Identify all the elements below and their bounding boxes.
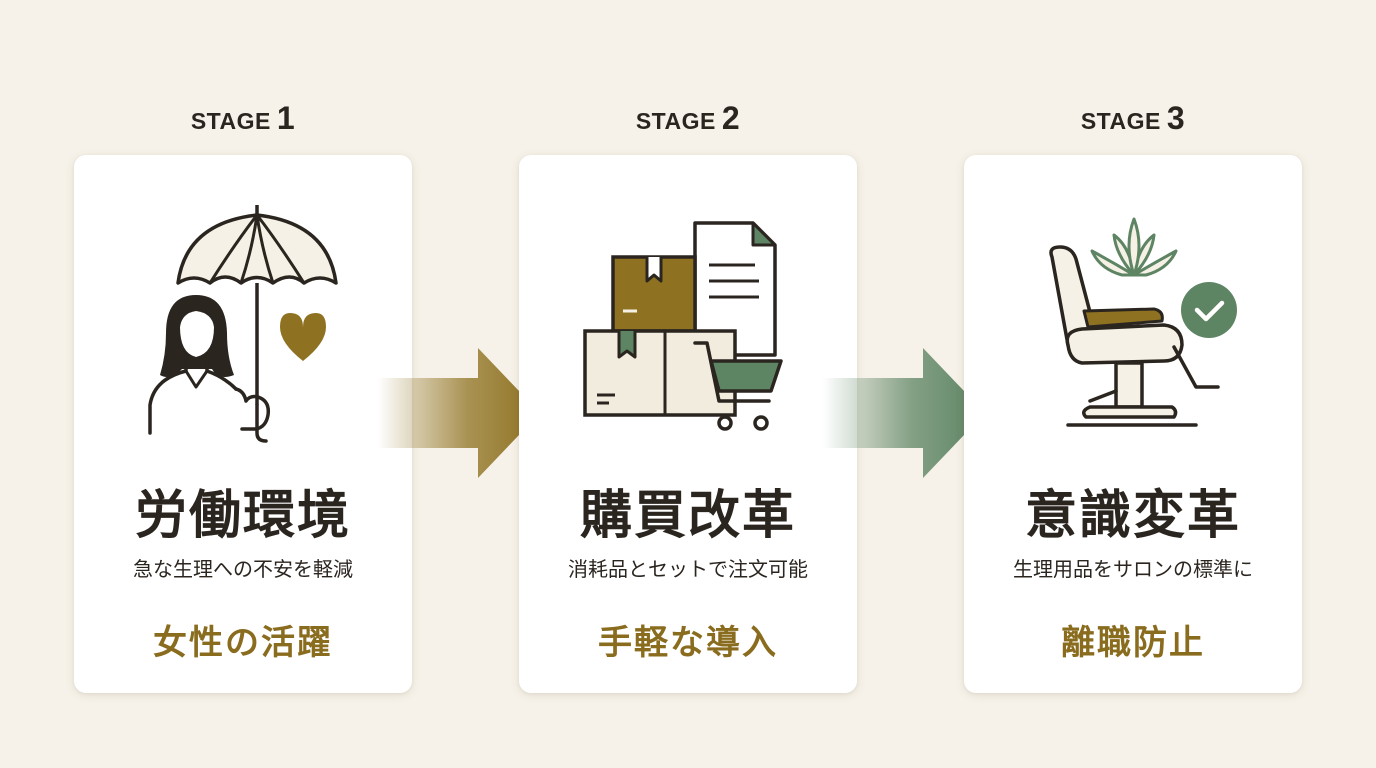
stage-1-result: 女性の活躍 bbox=[153, 623, 333, 663]
arrow-right-icon bbox=[823, 348, 985, 478]
stage-2-card: 購買改革 消耗品とセットで注文可能 手軽な導入 bbox=[519, 155, 857, 693]
lotus-icon bbox=[1090, 217, 1178, 277]
stage-2-title: 購買改革 bbox=[579, 485, 796, 546]
salon-chair-lotus-check-icon bbox=[1049, 217, 1237, 427]
stage-1-card: 労働環境 急な生理への不安を軽減 女性の活躍 bbox=[74, 155, 412, 693]
stage-2-result: 手軽な導入 bbox=[598, 623, 778, 663]
stage-3-title: 意識変革 bbox=[1024, 485, 1241, 546]
stage-1-title: 労働環境 bbox=[134, 485, 351, 546]
stage-3-result: 離職防止 bbox=[1061, 623, 1205, 663]
boxes-document-cart-icon bbox=[583, 221, 783, 431]
woman-umbrella-heart-icon bbox=[148, 205, 338, 443]
stage-3-description: 生理用品をサロンの標準に bbox=[1013, 557, 1253, 581]
stage-3-card: 意識変革 生理用品をサロンの標準に 離職防止 bbox=[964, 155, 1302, 693]
stage-3-number: 3 bbox=[1166, 100, 1186, 136]
stage-1-number: 1 bbox=[276, 100, 296, 136]
stage-2-number: 2 bbox=[721, 100, 741, 136]
arrow-right-icon bbox=[378, 348, 540, 478]
stage-1-description: 急な生理への不安を軽減 bbox=[133, 557, 353, 581]
stage-2-description: 消耗品とセットで注文可能 bbox=[568, 557, 808, 581]
